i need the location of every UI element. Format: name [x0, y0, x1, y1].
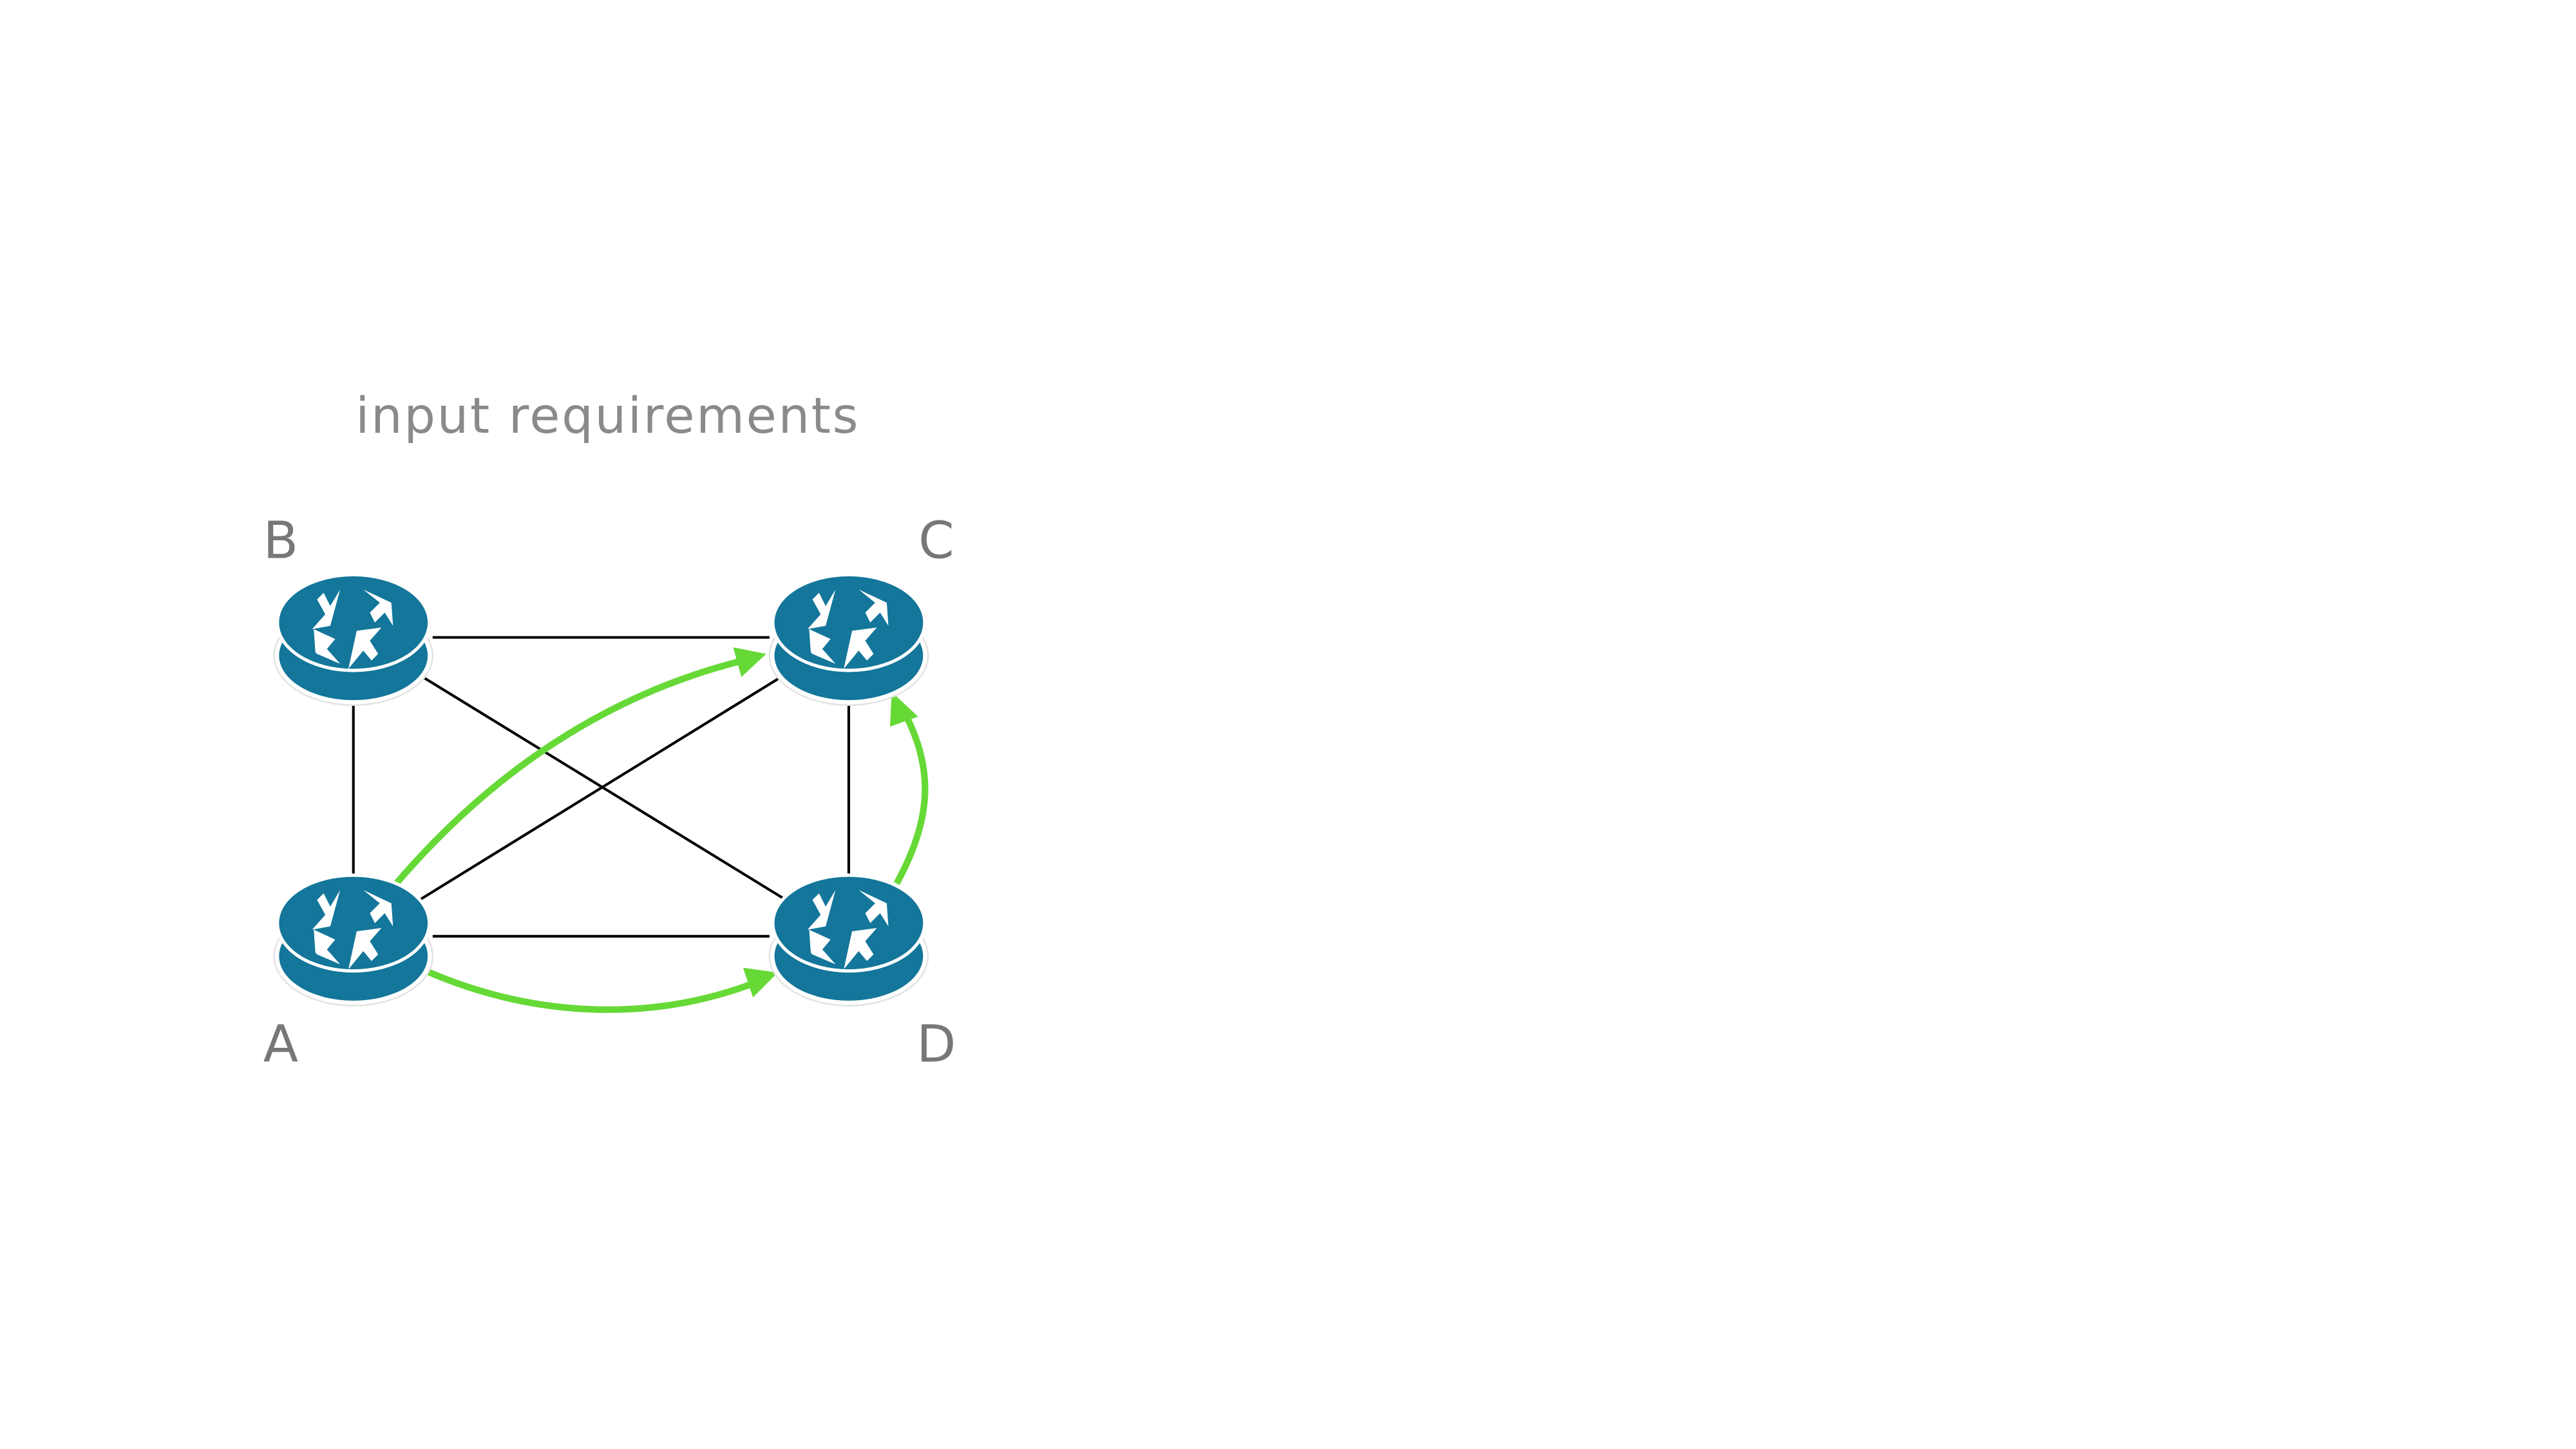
router-icon — [273, 572, 434, 706]
router-b[interactable] — [273, 572, 434, 706]
link-a-c — [419, 676, 782, 902]
router-a[interactable] — [273, 873, 434, 1007]
arrowhead-icon — [890, 692, 918, 727]
router-d[interactable] — [768, 873, 929, 1007]
link-b-d — [422, 676, 787, 902]
requirement-d-c — [893, 712, 929, 886]
router-icon — [768, 873, 929, 1007]
requirement-a-c — [393, 657, 744, 886]
diagram-title: input requirements — [355, 388, 860, 445]
node-label-d: D — [916, 1014, 956, 1074]
arrowhead-icon — [733, 647, 766, 677]
node-label-b: B — [263, 511, 299, 571]
links — [352, 636, 850, 938]
router-icon — [273, 873, 434, 1007]
node-label-c: C — [918, 511, 954, 571]
requirements — [393, 647, 929, 1013]
node-label-a: A — [263, 1014, 298, 1074]
router-icon — [768, 572, 929, 706]
requirement-a-d — [424, 967, 753, 1013]
router-c[interactable] — [768, 572, 929, 706]
arrowhead-icon — [743, 967, 778, 998]
